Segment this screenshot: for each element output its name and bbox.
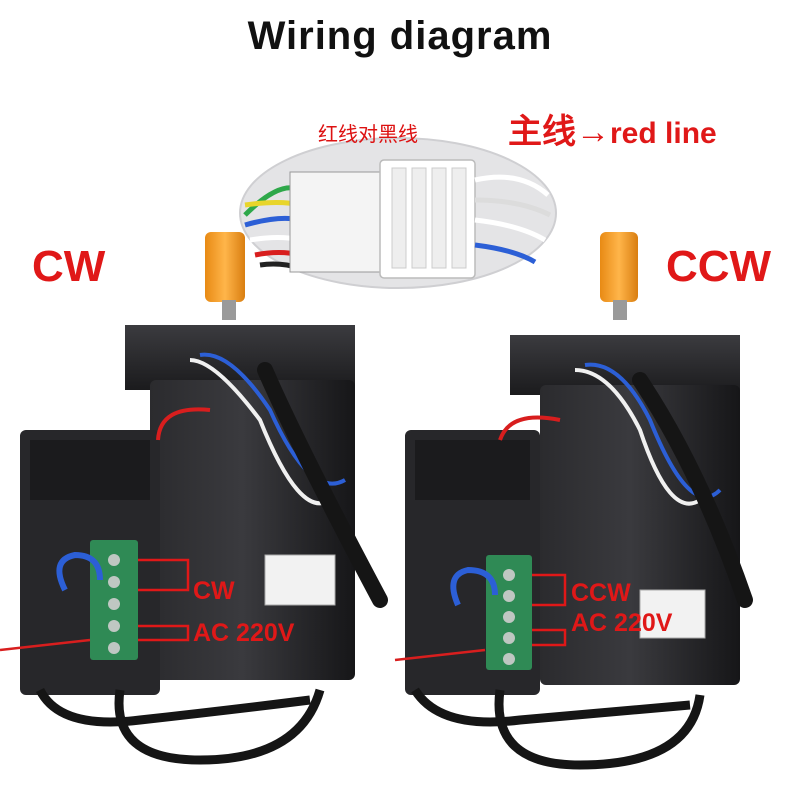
right-flange — [510, 335, 740, 395]
main-line-note-cn: 主线→ — [508, 113, 610, 151]
right-terminal-label-power: AC 220V — [571, 609, 673, 637]
left-direction-label: CW — [32, 242, 106, 291]
connector-closeup — [239, 137, 557, 289]
right-shaft — [600, 232, 638, 302]
main-line-note: 主线→red line — [508, 104, 717, 153]
diagram-title: Wiring diagram — [247, 14, 553, 58]
left-flange — [125, 325, 355, 390]
left-shaft — [205, 232, 245, 302]
left-terminal-label-power: AC 220V — [193, 619, 295, 647]
left-motor — [0, 232, 388, 765]
main-line-note-en: red line — [610, 117, 717, 150]
right-motor — [394, 232, 753, 770]
right-direction-label: CCW — [666, 242, 772, 291]
connector-note: 红线对黑线 — [318, 124, 418, 146]
left-terminal-label-direction: CW — [193, 577, 235, 605]
right-terminal-label-direction: CCW — [571, 579, 631, 607]
